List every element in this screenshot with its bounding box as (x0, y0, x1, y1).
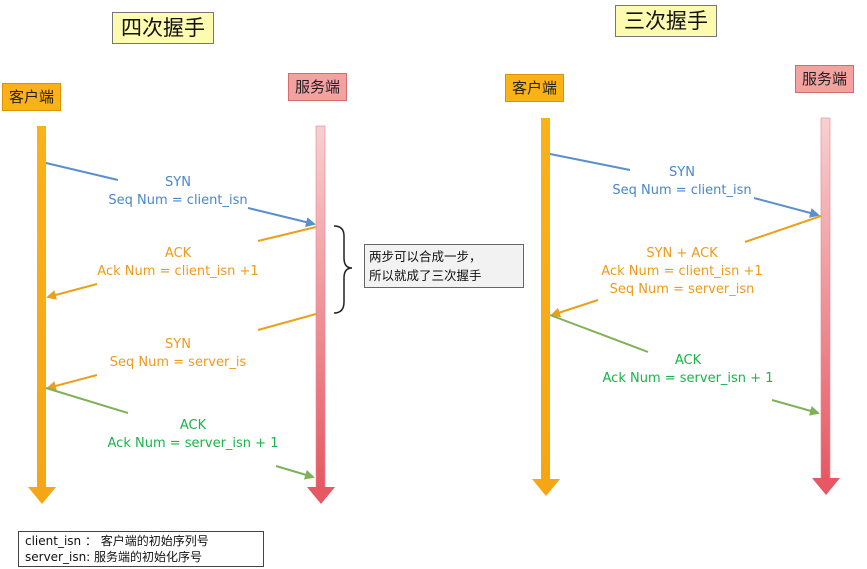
legend-server-isn: server_isn: 服务端的初始化序号 (25, 550, 203, 564)
four-way-server-syn-arrow (46, 313, 317, 391)
three-way-syn-arrow (549, 153, 820, 218)
four-way-syn-arrow (45, 162, 316, 227)
four-way-title: 四次握手 (112, 12, 214, 44)
three-way-syn-ack-label: SYN + ACK Ack Num = client_isn +1 Seq Nu… (601, 246, 763, 297)
three-way-server-label: 服务端 (795, 65, 855, 93)
four-way-server-lifeline (307, 125, 335, 504)
three-way-ack-arrow (549, 314, 820, 416)
legend-client-isn: client_isn ： 客户端的初始序列号 (25, 534, 209, 548)
merge-bracket (333, 225, 353, 314)
four-way-client-label: 客户端 (2, 83, 62, 111)
three-way-syn-ack-arrow (550, 215, 822, 318)
three-way-server-lifeline (812, 117, 840, 495)
three-way-syn-label: SYN Seq Num = client_isn (612, 165, 752, 198)
four-way-server-label: 服务端 (288, 73, 348, 101)
four-way-client-lifeline (28, 126, 56, 504)
three-way-ack-label: ACK Ack Num = server_isn + 1 (602, 353, 774, 386)
four-way-syn-label: SYN Seq Num = client_isn (108, 175, 248, 208)
merge-note: 两步可以合成一步， 所以就成了三次握手 (364, 244, 524, 288)
four-way-ack-final-label: ACK Ack Num = server_isn + 1 (107, 418, 279, 451)
four-way-server-syn-label: SYN Seq Num = server_is (109, 337, 247, 370)
four-way-ack-label: ACK Ack Num = client_isn +1 (97, 246, 259, 279)
three-way-client-label: 客户端 (505, 74, 565, 102)
three-way-title: 三次握手 (615, 5, 717, 37)
three-way-client-lifeline (532, 118, 560, 496)
four-way-ack-arrow (46, 226, 317, 300)
legend: client_isn ： 客户端的初始序列号 server_isn: 服务端的初… (18, 531, 264, 567)
four-way-ack-final-arrow (45, 387, 315, 480)
